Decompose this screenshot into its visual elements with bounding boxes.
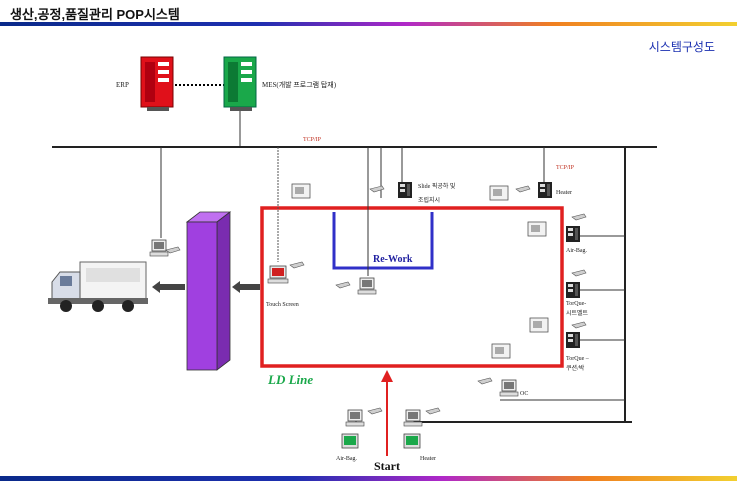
mes-server [223,56,257,111]
airbag-right-label: Air-Bag. [566,248,588,254]
pc-oc [499,379,519,397]
torque2-label-2: 쿠션/박 [566,364,585,372]
scanner-torque2 [571,321,587,329]
delivery-truck [48,261,148,312]
scanner-heater [515,185,531,193]
scanner-airbag-right [571,213,587,221]
touch-screen-terminal [267,265,289,284]
page-title: 생산,공정,품질관리 POP시스템 [10,7,180,22]
mes-label: MES(개발 프로그램 탑재) [262,80,337,89]
arrow-to-tower [232,281,260,293]
pc-heater-bottom [403,409,423,427]
rework-box [332,212,434,270]
monitor-airbag-bottom [341,433,359,449]
slide-label-1: Slide 픽공하 및 [418,182,456,190]
torque1-label-2: 시트벨트 [566,309,589,317]
purple-tower [185,211,232,371]
tablet-terminal-heater [489,185,509,201]
scanner-touch [289,261,305,269]
scanner-slide [369,185,385,193]
tablet-ld-bottom [491,343,511,359]
pc-airbag-bottom [345,409,365,427]
plc-slide [398,182,412,198]
pc-rework [357,277,377,295]
pc-terminal-left [149,239,169,257]
plc-torque1 [566,282,580,298]
tcpip-main-label: TCP/IP [303,137,322,143]
footer-gradient-bar [0,476,737,481]
torque2-label-1: TorQue – [566,356,590,362]
rework-label: Re-Work [373,254,413,265]
slide-label-2: 조립지시 [418,196,440,204]
monitor-heater-bottom [403,433,421,449]
heater-top-label: Heater [556,190,572,196]
tablet-terminal-top [291,183,311,199]
plc-torque2 [566,332,580,348]
plc-airbag-right [566,226,580,242]
scanner-rework [335,281,351,289]
airbag-bottom-label: Air-Bag. [336,456,358,462]
erp-label: ERP [116,81,129,89]
diagram-subtitle: 시스템구성도 [648,40,715,54]
start-arrow [381,370,393,456]
tablet-airbag-right [527,221,547,237]
tablet-torque1 [529,317,549,333]
scanner-oc [477,377,493,385]
scanner-torque1 [571,269,587,277]
torque1-label-1: TorQue- [566,301,586,307]
tcpip-right-label: TCP/IP [556,165,575,171]
ld-line-box [260,206,564,368]
ld-line-label: LD Line [267,372,313,387]
heater-bottom-label: Heater [420,456,436,462]
erp-server [140,56,174,111]
arrow-to-truck [152,281,185,293]
plc-heater [538,182,552,198]
start-label: Start [374,459,400,473]
scanner-airbag-bottom [367,407,383,415]
touch-screen-label: Touch Screen [266,302,299,308]
header-gradient-bar [0,22,737,26]
scanner-heater-bottom [425,407,441,415]
oc-label: OC [520,391,528,397]
